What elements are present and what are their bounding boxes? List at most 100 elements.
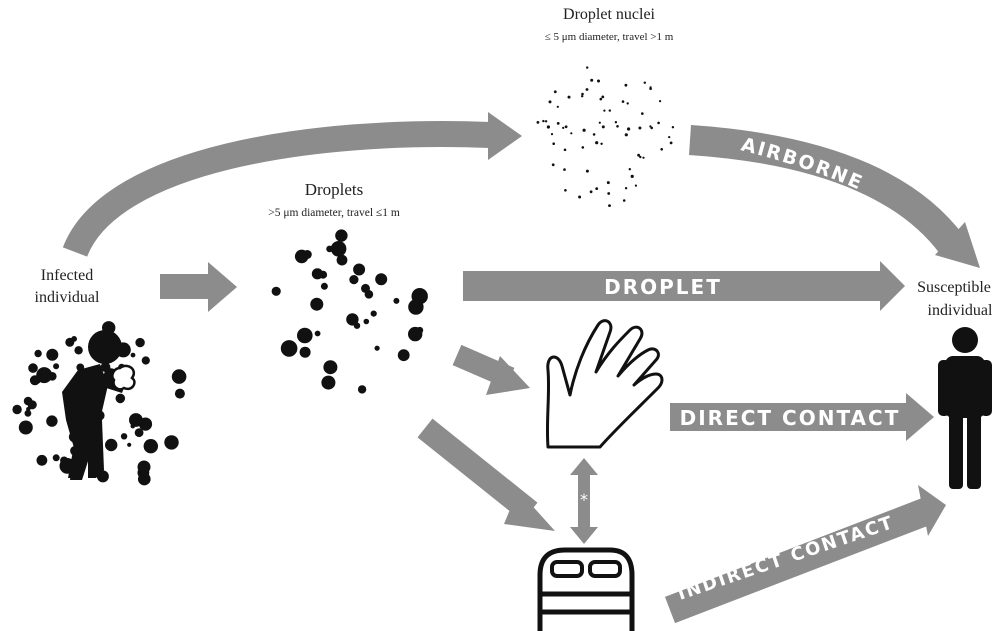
droplet-particle [353, 263, 366, 276]
spray-particle [27, 400, 37, 410]
nucleus-particle [570, 132, 573, 135]
nucleus-particle [639, 155, 642, 159]
droplets-to-bed-arrow [417, 418, 538, 522]
spray-particle [36, 454, 48, 466]
spray-particle [46, 415, 58, 427]
nucleus-particle [669, 141, 673, 145]
droplet-particle [335, 229, 348, 242]
spray-particle [24, 409, 32, 417]
spray-particle [130, 352, 136, 358]
spray-particle [129, 413, 143, 427]
droplet-nuclei-subtitle: ≤ 5 μm diameter, travel >1 m [545, 31, 674, 43]
spray-particle [105, 438, 118, 452]
nucleus-particle [563, 148, 567, 152]
airborne-arc-arrow [62, 121, 491, 258]
droplet-particle [297, 327, 313, 344]
hand-icon [545, 319, 664, 449]
nucleus-particle [556, 105, 559, 108]
droplets-subtitle: >5 μm diameter, travel ≤1 m [268, 207, 400, 219]
droplet-particle [299, 346, 311, 358]
nucleus-particle [567, 95, 571, 99]
indirect-contact-arrow [664, 496, 936, 624]
droplet-particle [370, 310, 377, 317]
infected-to-droplets-arrowhead [208, 262, 237, 312]
infected-label-line1: Infected [41, 267, 93, 284]
droplets-cloud [271, 229, 428, 394]
nucleus-particle [595, 141, 599, 145]
droplet-particle [330, 241, 347, 257]
spray-particle [137, 460, 151, 474]
nucleus-particle [542, 119, 545, 123]
nucleus-particle [597, 79, 600, 83]
nucleus-particle [606, 181, 610, 185]
nucleus-particle [592, 133, 596, 136]
airborne-arrowhead [935, 222, 980, 268]
droplet-particle [375, 273, 388, 286]
nucleus-particle [581, 92, 584, 96]
nucleus-particle [581, 146, 585, 149]
nucleus-particle [603, 109, 606, 112]
nucleus-particle [641, 112, 644, 115]
infected-to-droplets-arrow [160, 274, 210, 299]
spray-particle [34, 349, 42, 358]
nucleus-particle [643, 81, 646, 84]
droplet-label: DROPLET [604, 275, 722, 299]
nucleus-particle [630, 174, 634, 178]
nucleus-particle [581, 95, 584, 98]
nucleus-particle [607, 192, 611, 195]
spray-particle [164, 435, 179, 450]
spray-particle [171, 369, 187, 384]
droplet-arrow [463, 271, 883, 301]
droplet-particle [311, 268, 323, 280]
spray-particle [100, 362, 111, 373]
nucleus-particle [595, 187, 599, 191]
spray-particle [36, 367, 53, 384]
spray-particle [127, 442, 132, 447]
susceptible-label-line1: Susceptible [917, 279, 991, 296]
nucleus-particle [624, 133, 628, 137]
droplet-particle [323, 360, 338, 375]
spray-particle [143, 439, 158, 454]
nucleus-particle [649, 125, 652, 128]
nucleus-particle [621, 100, 625, 103]
nucleus-particle [601, 125, 605, 129]
standing-person-icon [938, 327, 992, 489]
nucleus-particle [546, 125, 551, 129]
droplet-particle [302, 250, 312, 259]
nucleus-particle [536, 121, 540, 124]
nucleus-particle [660, 148, 663, 151]
droplet-particle [320, 282, 328, 290]
nucleus-particle [563, 168, 566, 171]
nucleus-particle [627, 127, 631, 131]
droplet-particle [363, 318, 370, 325]
droplet-particle [374, 345, 380, 351]
droplet-arrowhead [880, 261, 905, 311]
droplets-to-bed-arrowhead [504, 490, 555, 531]
nucleus-particle [578, 195, 582, 199]
nucleus-particle [634, 184, 638, 187]
spray-particle [12, 404, 22, 415]
nucleus-particle [638, 126, 642, 130]
droplet-particle [397, 349, 410, 362]
bed-icon [537, 547, 635, 631]
coughing-person-icon [62, 330, 136, 480]
direct-contact-label: DIRECT CONTACT [680, 406, 901, 430]
nucleus-particle [642, 156, 645, 159]
nucleus-particle [668, 136, 671, 139]
nucleus-particle [562, 126, 565, 129]
nucleus-particle [564, 189, 567, 192]
nucleus-particle [585, 169, 589, 173]
airborne-arc-arrowhead [488, 112, 522, 160]
droplet-particle [349, 275, 359, 285]
nucleus-particle [586, 66, 589, 69]
droplet-particle [271, 286, 281, 296]
direct-contact-arrow [670, 403, 910, 431]
direct-contact-arrowhead [906, 393, 934, 441]
hand-bed-arrowhead-down [570, 527, 598, 544]
nucleus-particle [608, 204, 611, 208]
spray-particle [115, 393, 126, 404]
indirect-contact-label: INDIRECT CONTACT [675, 512, 897, 605]
indirect-contact-arrowhead [918, 485, 946, 536]
nucleus-particle [556, 122, 560, 125]
